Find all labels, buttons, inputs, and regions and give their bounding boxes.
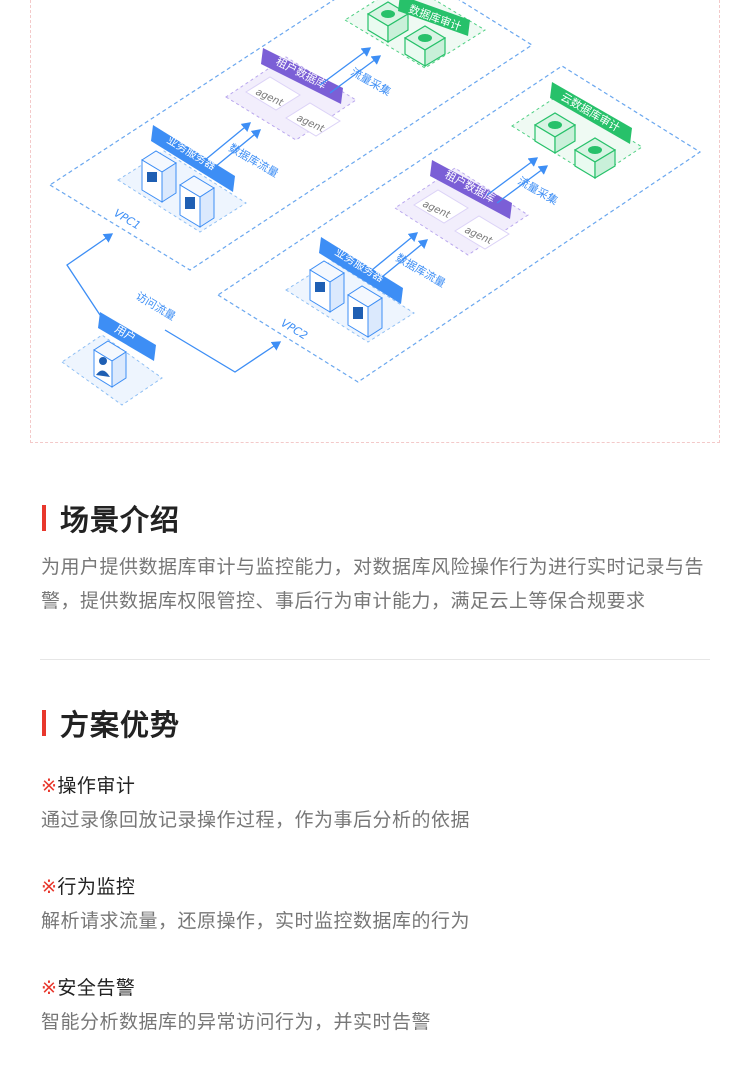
- flow-collect-arrow-vpc2: [486, 157, 539, 196]
- access-traffic-line-vpc2: [164, 329, 282, 373]
- advantage-item-title: ※安全告警: [41, 973, 721, 1003]
- intro-text: 为用户提供数据库审计与监控能力，对数据库风险操作行为进行实时记录与告警，提供数据…: [41, 556, 705, 612]
- flow-collect-arrow-vpc1: [319, 47, 372, 86]
- agent-block: [413, 189, 469, 224]
- asterisk-mark: ※: [41, 876, 58, 898]
- agent-block: [245, 76, 301, 111]
- db-traffic-arrow-vpc2: [381, 239, 429, 278]
- advantage-item-desc: 通过录像回放记录操作过程，作为事后分析的依据: [41, 809, 471, 831]
- asterisk-mark: ※: [41, 977, 58, 999]
- access-traffic-label: 访问流量: [133, 289, 178, 324]
- title-accent-bar: [42, 505, 46, 531]
- server-icon: [179, 175, 215, 228]
- advantage-item-title-text: 行为监控: [57, 876, 136, 898]
- server-icon: [141, 150, 177, 203]
- advantage-item: ※安全告警 智能分析数据库的异常访问行为，并实时告警: [41, 973, 721, 1037]
- advantage-item-title-text: 安全告警: [57, 977, 136, 999]
- flow-collect-arrow-vpc2: [496, 165, 549, 204]
- advantages-section-title: 方案优势: [42, 708, 180, 742]
- advantages-title-text: 方案优势: [60, 708, 181, 742]
- advantage-item-title: ※行为监控: [41, 872, 721, 902]
- flow-collect-arrow-vpc1: [329, 55, 382, 94]
- architecture-diagram: 数据库审计 agent agent 租户数据库 流量采集 业务服务器 数据库流: [48, 0, 702, 406]
- advantage-item: ※操作审计 通过录像回放记录操作过程，作为事后分析的依据: [41, 771, 721, 835]
- agent-block: [454, 215, 510, 250]
- database-icon: [573, 137, 617, 180]
- db-traffic-arrow-vpc2: [371, 232, 419, 271]
- advantage-item-title-text: 操作审计: [57, 775, 136, 797]
- agent-block: [285, 102, 341, 137]
- access-traffic-line-vpc1: [66, 233, 114, 316]
- section-divider: [40, 659, 710, 660]
- advantage-item: ※行为监控 解析请求流量，还原操作，实时监控数据库的行为: [41, 872, 721, 936]
- advantage-item-desc: 解析请求流量，还原操作，实时监控数据库的行为: [41, 910, 471, 932]
- user-node: 用户: [61, 312, 163, 406]
- server-icon: [309, 260, 345, 313]
- database-icon: [533, 112, 577, 155]
- advantage-item-desc: 智能分析数据库的异常访问行为，并实时告警: [41, 1011, 432, 1033]
- user-icon: [93, 340, 127, 388]
- advantage-item-title: ※操作审计: [41, 771, 721, 801]
- db-traffic-arrow-vpc1: [214, 129, 262, 168]
- biz-server-node-vpc2: 业务服务器: [285, 237, 415, 343]
- server-icon: [347, 285, 383, 338]
- asterisk-mark: ※: [41, 775, 58, 797]
- intro-title-text: 场景介绍: [60, 503, 181, 537]
- intro-section-title: 场景介绍: [42, 503, 180, 537]
- db-traffic-arrow-vpc1: [204, 122, 252, 161]
- database-icon: [403, 25, 447, 68]
- title-accent-bar: [42, 710, 46, 736]
